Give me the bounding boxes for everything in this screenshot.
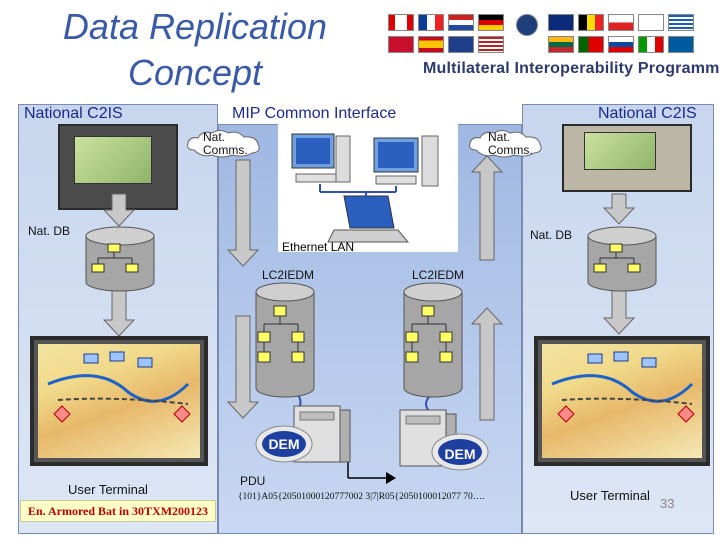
right-terminal-label: User Terminal (570, 488, 650, 503)
flag-canada-icon (388, 14, 414, 31)
left-heading: National C2IS (24, 105, 123, 122)
flag-belgium-icon (578, 14, 604, 31)
lc2iedm-right-db-icon (403, 282, 463, 398)
left-terminal-label: User Terminal (68, 482, 148, 497)
slide-title: Data Replication Concept (30, 4, 360, 96)
flag-france-icon (418, 14, 444, 31)
flag-czech-icon (608, 14, 634, 31)
unit-position-label: En. Armored Bat in 30TXM200123 (20, 500, 216, 522)
title-line-2: Concept (127, 52, 263, 93)
flag-norway-icon (388, 36, 414, 53)
left-map-overlay (47, 351, 191, 423)
center-right-up-arrow (470, 307, 504, 421)
flag-portugal-icon (578, 36, 604, 53)
left-comms-label: Nat. Comms. (203, 130, 248, 157)
dem-left-server-icon (255, 405, 351, 463)
pdu-label: PDU (240, 474, 266, 488)
left-computer-icon (291, 133, 351, 183)
left-comms-cloud-icon (187, 130, 260, 158)
right-map-overlay (551, 351, 695, 423)
flag-spain-icon (418, 36, 444, 53)
ethernet-links (319, 184, 397, 198)
right-heading: National C2IS (598, 105, 697, 122)
flag-sweden-icon (668, 36, 694, 53)
right-comms-label: Nat. Comms. (488, 130, 533, 157)
right-db-label: Nat. DB (530, 228, 573, 242)
nation-flags-banner (382, 10, 712, 100)
flag-australia-icon (548, 14, 574, 31)
flag-netherlands-icon (448, 14, 474, 31)
center-right-up-arrow-2 (470, 155, 504, 261)
flag-germany-icon (478, 14, 504, 31)
right-terminal-screen (584, 132, 656, 170)
left-terminal-to-db-arrow (102, 193, 136, 227)
left-national-db-icon (85, 226, 155, 292)
flag-slovenia-icon (608, 36, 634, 53)
page-number: 33 (660, 496, 675, 511)
lc2iedm-left-db-icon (255, 282, 315, 398)
laptop-icon (327, 195, 410, 243)
left-terminal-photo (58, 124, 178, 210)
dem-left-label: DEM (268, 436, 300, 452)
left-terminal-screen (74, 136, 152, 184)
right-terminal-photo (562, 124, 692, 192)
right-terminal-to-db-arrow (602, 193, 636, 225)
pdu-arrow (347, 462, 396, 484)
right-comms-cloud-icon (469, 130, 542, 158)
flag-lithuania-icon (548, 36, 574, 53)
center-left-down-arrow-2 (226, 315, 260, 419)
flag-nato-icon (516, 14, 538, 36)
flag-uk-icon (448, 36, 474, 53)
flag-greece-icon (668, 14, 694, 31)
lc2iedm-right-label: LC2IEDM (412, 268, 465, 282)
center-heading: MIP Common Interface (232, 105, 397, 122)
pdu-data-string: {101}A05{20501000120777002 3|7|R05{20501… (238, 492, 485, 502)
left-db-label: Nat. DB (28, 224, 71, 238)
flag-finland-icon (638, 14, 664, 31)
right-computer-icon (373, 135, 439, 187)
right-db-to-map-arrow (602, 289, 636, 335)
network-diagram (291, 133, 439, 243)
flag-usa-icon (478, 36, 504, 53)
lc2iedm-left-label: LC2IEDM (262, 268, 315, 282)
left-db-to-map-arrow (102, 289, 136, 337)
ethernet-lan-label: Ethernet LAN (282, 240, 355, 254)
dem-right-label: DEM (444, 446, 476, 462)
programme-name: Multilateral Interoperability Programme (423, 60, 720, 77)
title-line-1: Data Replication (62, 6, 328, 47)
dem-right-server-icon (399, 409, 489, 471)
center-left-down-arrow (226, 159, 260, 267)
flag-italy-icon (638, 36, 664, 53)
right-national-db-icon (587, 226, 657, 292)
